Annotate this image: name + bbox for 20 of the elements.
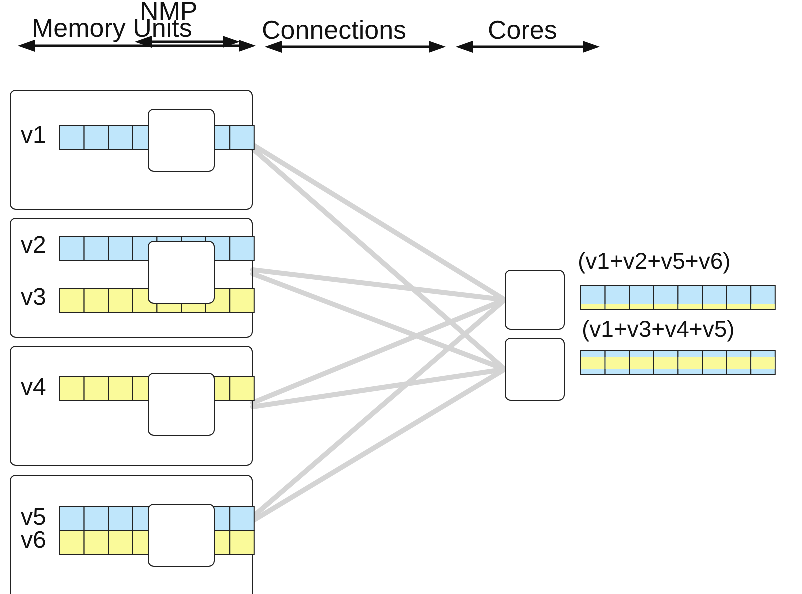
- core-box: [505, 338, 565, 401]
- memory-unit-box: [10, 90, 253, 210]
- nmp-box: [148, 109, 215, 172]
- vector-label: v1: [21, 124, 46, 148]
- section-label: Connections: [262, 16, 407, 44]
- vector-label: v2: [21, 234, 46, 258]
- nmp-box: [148, 241, 215, 304]
- vector-label: v3: [21, 286, 46, 310]
- memory-unit-box: [10, 346, 253, 466]
- vector-label: v5: [21, 506, 46, 530]
- nmp-box: [148, 373, 215, 436]
- core-box: [505, 270, 565, 330]
- memory-unit-box: [10, 475, 253, 594]
- sum-label: (v1+v3+v4+v5): [582, 317, 735, 341]
- memory-unit-box: [10, 218, 253, 338]
- vector-label: v6: [21, 529, 46, 553]
- section-label: Cores: [488, 16, 558, 44]
- vector-label: v4: [21, 376, 46, 400]
- nmp-box: [148, 504, 215, 567]
- sum-label: (v1+v2+v5+v6): [578, 249, 731, 273]
